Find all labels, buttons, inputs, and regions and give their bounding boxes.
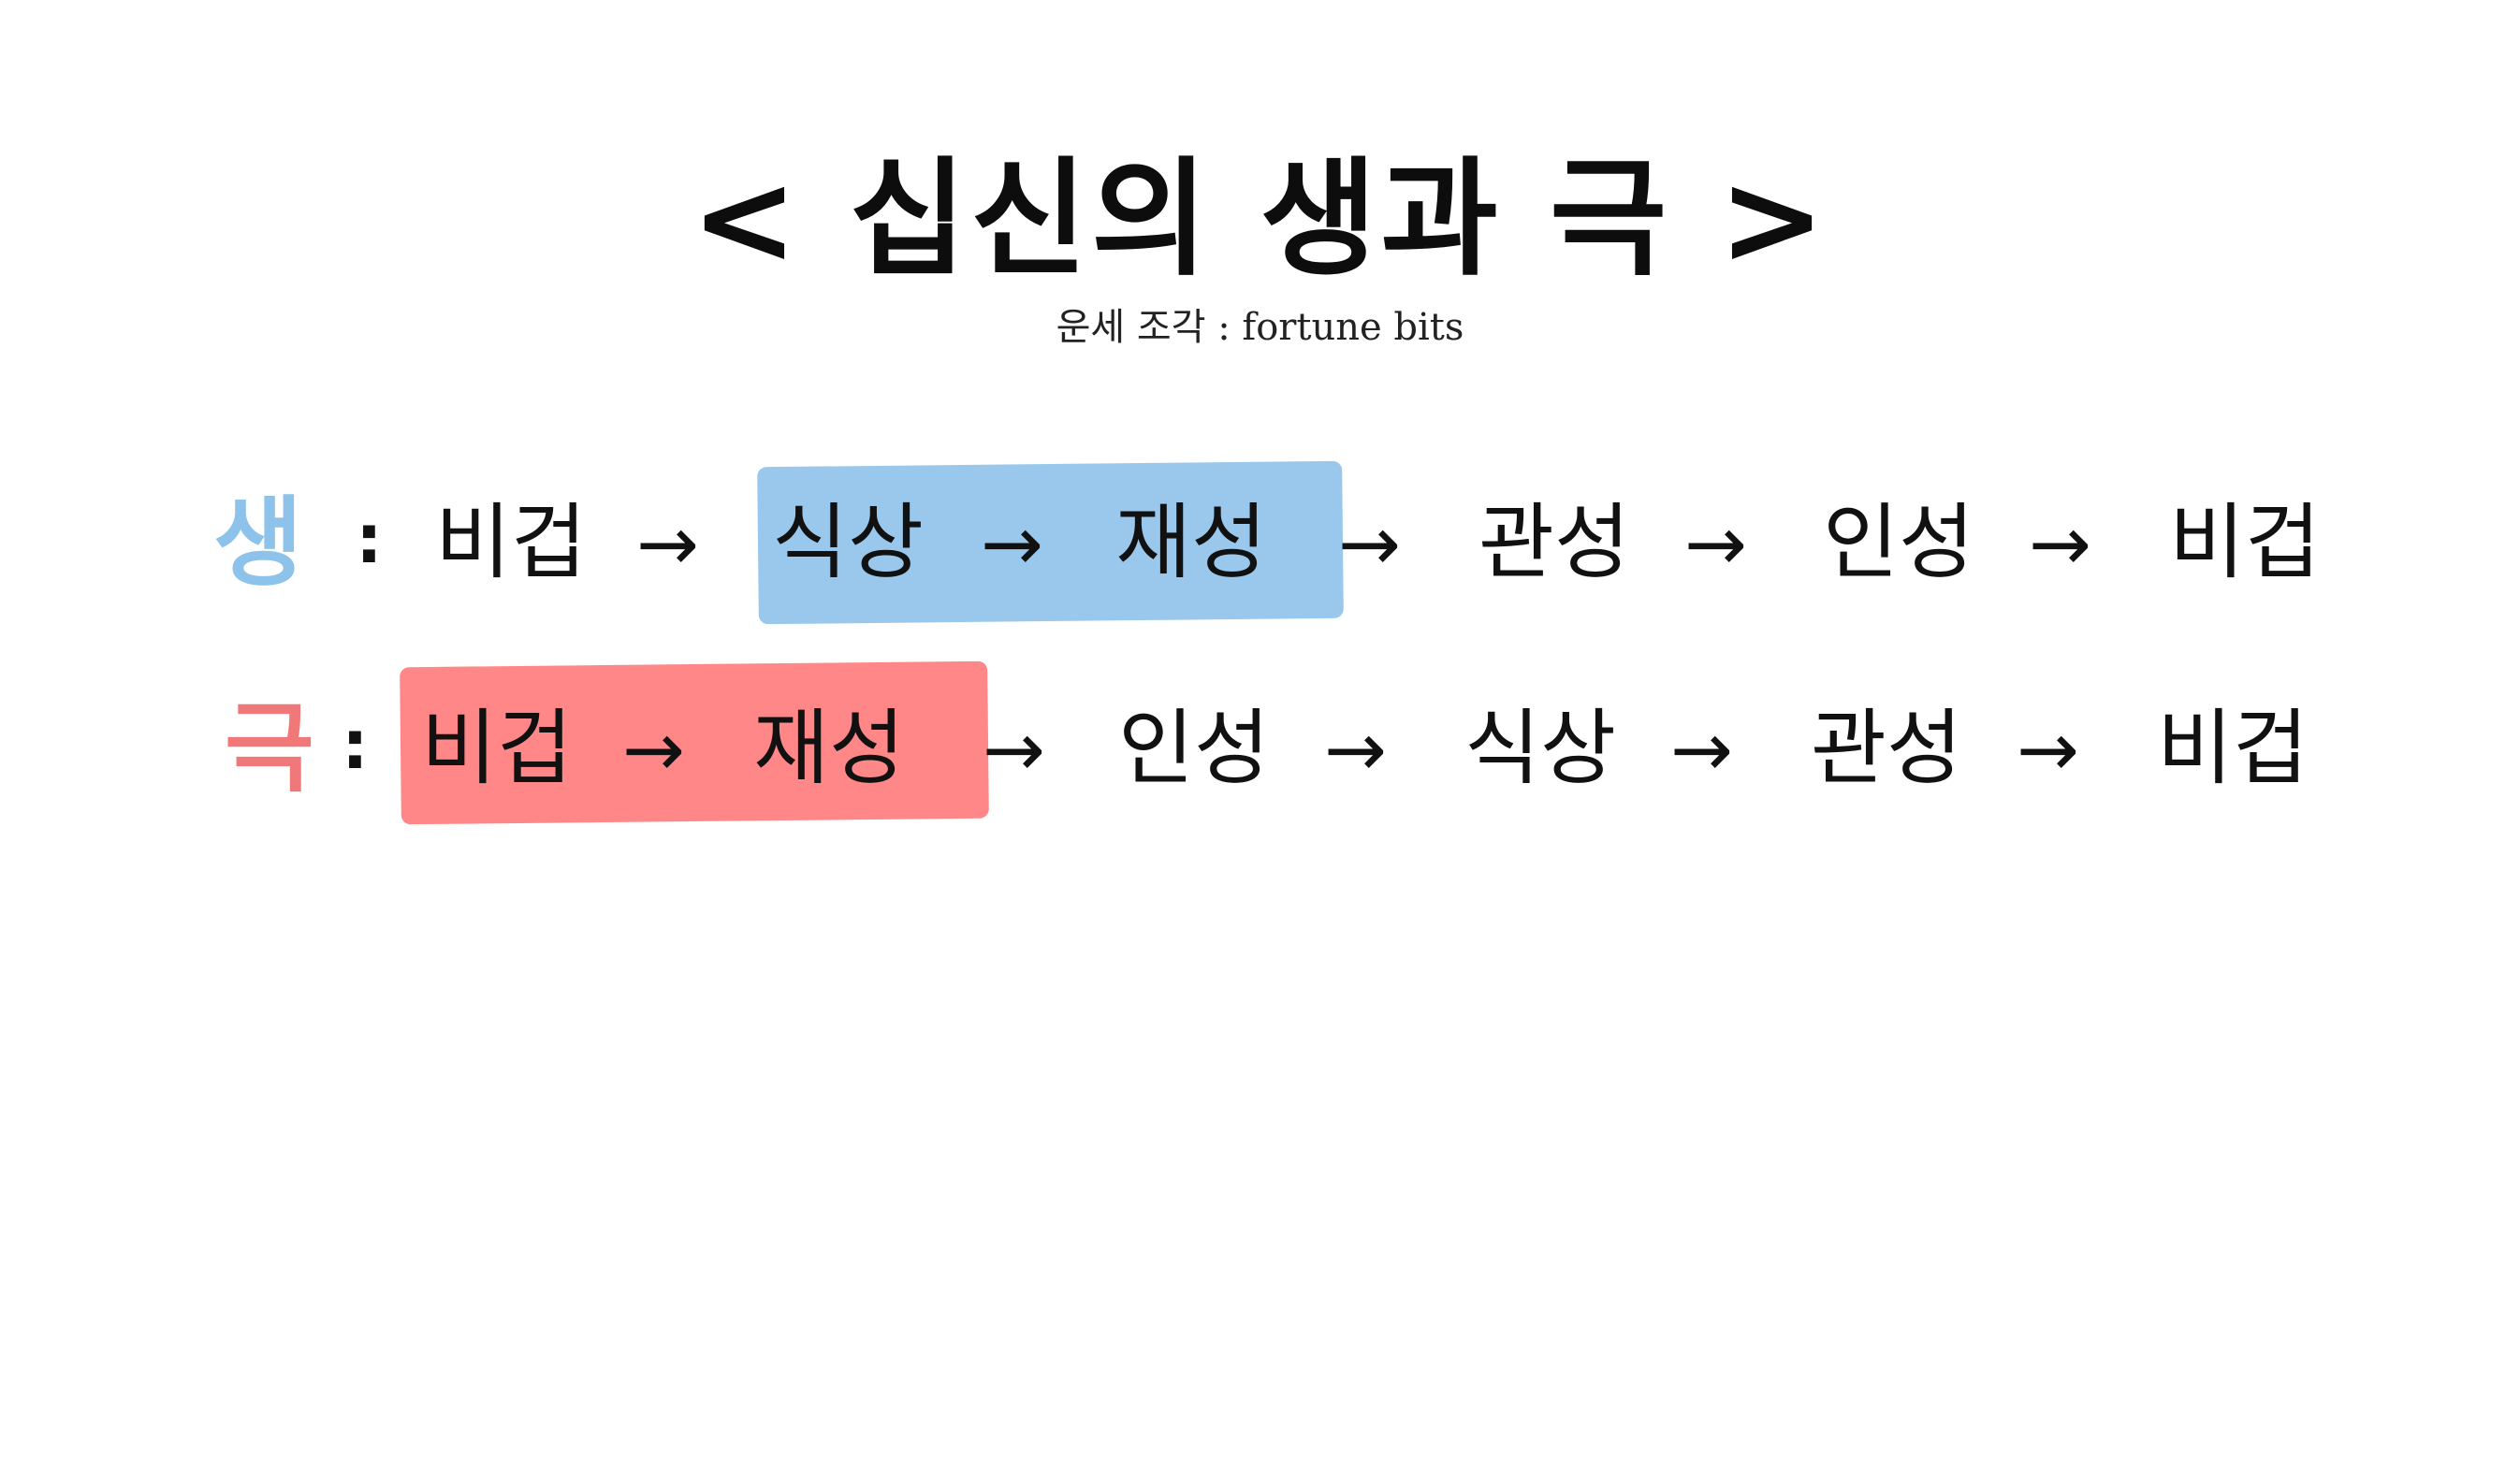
saeng-term-4: 관성 bbox=[1478, 494, 1630, 590]
geuk-term-3: 인성 bbox=[1118, 700, 1270, 796]
page-title: < 십신의 생과 극 > bbox=[691, 146, 1829, 294]
saeng-term-2: 식상 bbox=[772, 494, 924, 590]
saeng-term-6: 비겁 bbox=[2169, 494, 2321, 590]
geuk-term-2: 재성 bbox=[753, 700, 905, 796]
saeng-term-5: 인성 bbox=[1823, 494, 1974, 590]
saeng-arrow-4: → bbox=[1684, 500, 1748, 587]
geuk-term-4: 식상 bbox=[1464, 700, 1616, 796]
geuk-colon: : bbox=[342, 705, 369, 784]
geuk-arrow-2: → bbox=[983, 706, 1046, 793]
header: < 십신의 생과 극 > 운세 조각 : fortune bits bbox=[0, 140, 2520, 350]
saeng-term-1: 비겁 bbox=[435, 494, 587, 590]
saeng-arrow-2: → bbox=[981, 500, 1044, 587]
page-subtitle: 운세 조각 : fortune bits bbox=[1056, 306, 1464, 349]
saeng-arrow-1: → bbox=[636, 500, 700, 587]
geuk-row: 극 : 비겁 → 재성 → 인성 → 식상 → 관성 → 비겁 bbox=[0, 660, 2520, 825]
saeng-colon: : bbox=[356, 500, 383, 578]
saeng-arrow-3: → bbox=[1338, 500, 1402, 587]
geuk-label: 극 bbox=[225, 691, 314, 805]
geuk-term-1: 비겁 bbox=[421, 700, 573, 796]
saeng-arrow-5: → bbox=[2029, 500, 2092, 587]
geuk-arrow-3: → bbox=[1324, 706, 1388, 793]
geuk-arrow-1: → bbox=[622, 706, 686, 793]
saeng-row: 생 : 비겁 → 식상 → 재성 → 관성 → 인성 → 비겁 bbox=[0, 460, 2520, 625]
geuk-term-5: 관성 bbox=[1811, 700, 1962, 796]
geuk-arrow-5: → bbox=[2017, 706, 2080, 793]
saeng-term-3: 재성 bbox=[1115, 494, 1267, 590]
saeng-label: 생 bbox=[213, 486, 303, 600]
geuk-term-6: 비겁 bbox=[2157, 700, 2309, 796]
geuk-arrow-4: → bbox=[1670, 706, 1734, 793]
